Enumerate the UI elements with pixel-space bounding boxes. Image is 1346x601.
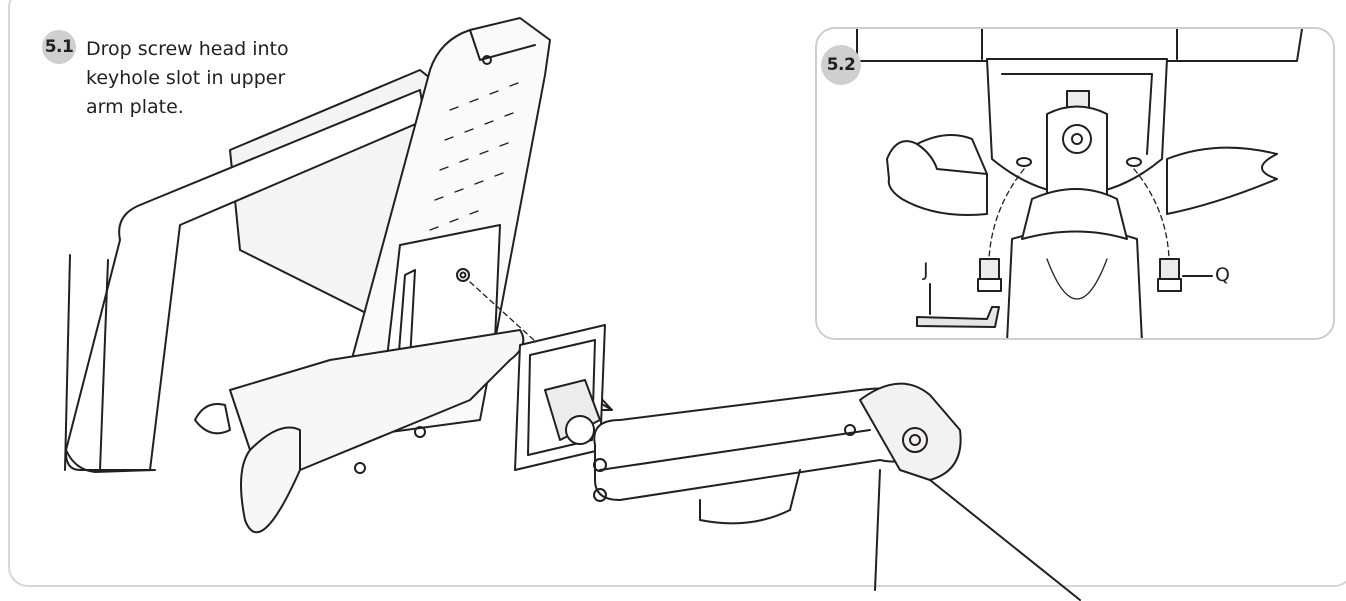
callout-j: J — [923, 259, 929, 281]
hex-key — [916, 306, 1000, 328]
right-handle — [1166, 146, 1278, 215]
screw-head — [456, 268, 470, 282]
step-5-2-number: 5.2 — [826, 55, 856, 75]
screw-q-right — [1157, 258, 1182, 292]
screw-q-left — [977, 258, 1002, 292]
step-5-2-badge: 5.2 — [821, 45, 861, 85]
detail-inset-5-2: 5.2 J Q — [815, 27, 1335, 340]
pole — [1006, 228, 1143, 338]
step-5-1-badge: 5.1 — [42, 30, 76, 64]
arm-elbow — [859, 382, 962, 481]
arm-pole — [874, 469, 1081, 601]
step-5-1-instruction: Drop screw head into keyhole slot in upp… — [86, 38, 289, 118]
monitor-screen — [64, 89, 426, 471]
inset-illustration — [856, 29, 1303, 338]
left-handle — [886, 140, 988, 216]
base-tray — [229, 329, 525, 534]
callout-q: Q — [1215, 264, 1230, 286]
step-5-1-number: 5.1 — [44, 37, 74, 57]
